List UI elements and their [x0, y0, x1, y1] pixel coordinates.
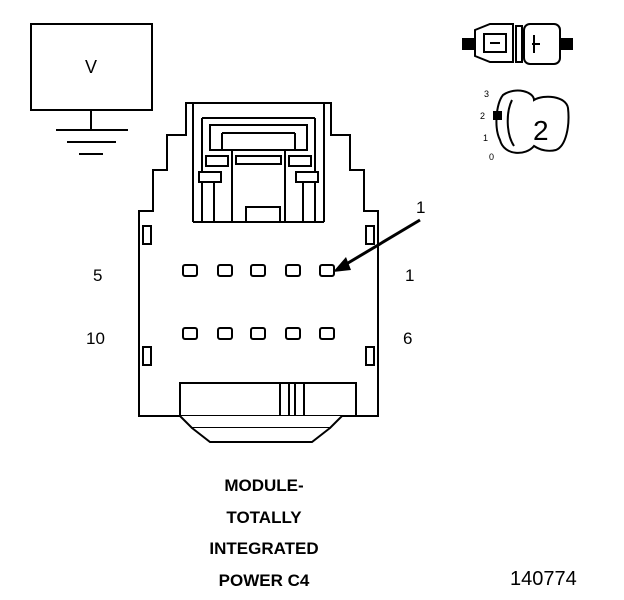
figure-id: 140774 [510, 568, 577, 590]
cavity-7 [285, 327, 301, 340]
terminal-row-top [182, 264, 335, 277]
callout-arrow [333, 218, 421, 272]
scale-0: 0 [489, 152, 494, 162]
caption-line-4: POWER C4 [218, 571, 310, 590]
pin-label-5: 5 [93, 266, 103, 285]
cavity-2 [285, 264, 301, 277]
cavity-9 [217, 327, 233, 340]
pin-label-1: 1 [405, 266, 415, 285]
cavity-8 [250, 327, 266, 340]
callout-number: 1 [416, 198, 426, 217]
scale-2: 2 [480, 111, 485, 121]
cavity-4 [217, 264, 233, 277]
locator-position-number: 2 [533, 115, 549, 146]
cavity-3 [250, 264, 266, 277]
cavity-10 [182, 327, 198, 340]
pin-label-10: 10 [86, 329, 105, 348]
scale-3: 3 [484, 89, 489, 99]
voltmeter-symbol [30, 23, 153, 155]
connector-face [138, 102, 379, 443]
voltmeter-label: V [85, 57, 98, 77]
scale-1: 1 [483, 133, 488, 143]
pin-label-6: 6 [403, 329, 413, 348]
terminal-row-bottom [182, 327, 335, 340]
position-locator-icon [493, 89, 570, 154]
cavity-1 [319, 264, 335, 277]
connector-side-icon [462, 23, 573, 65]
caption-line-1: MODULE- [224, 476, 304, 495]
cavity-6 [319, 327, 335, 340]
caption-line-3: INTEGRATED [209, 539, 319, 558]
cavity-5 [182, 264, 198, 277]
locator-scale: 3 2 1 0 [480, 89, 494, 162]
caption-line-2: TOTALLY [226, 508, 302, 527]
